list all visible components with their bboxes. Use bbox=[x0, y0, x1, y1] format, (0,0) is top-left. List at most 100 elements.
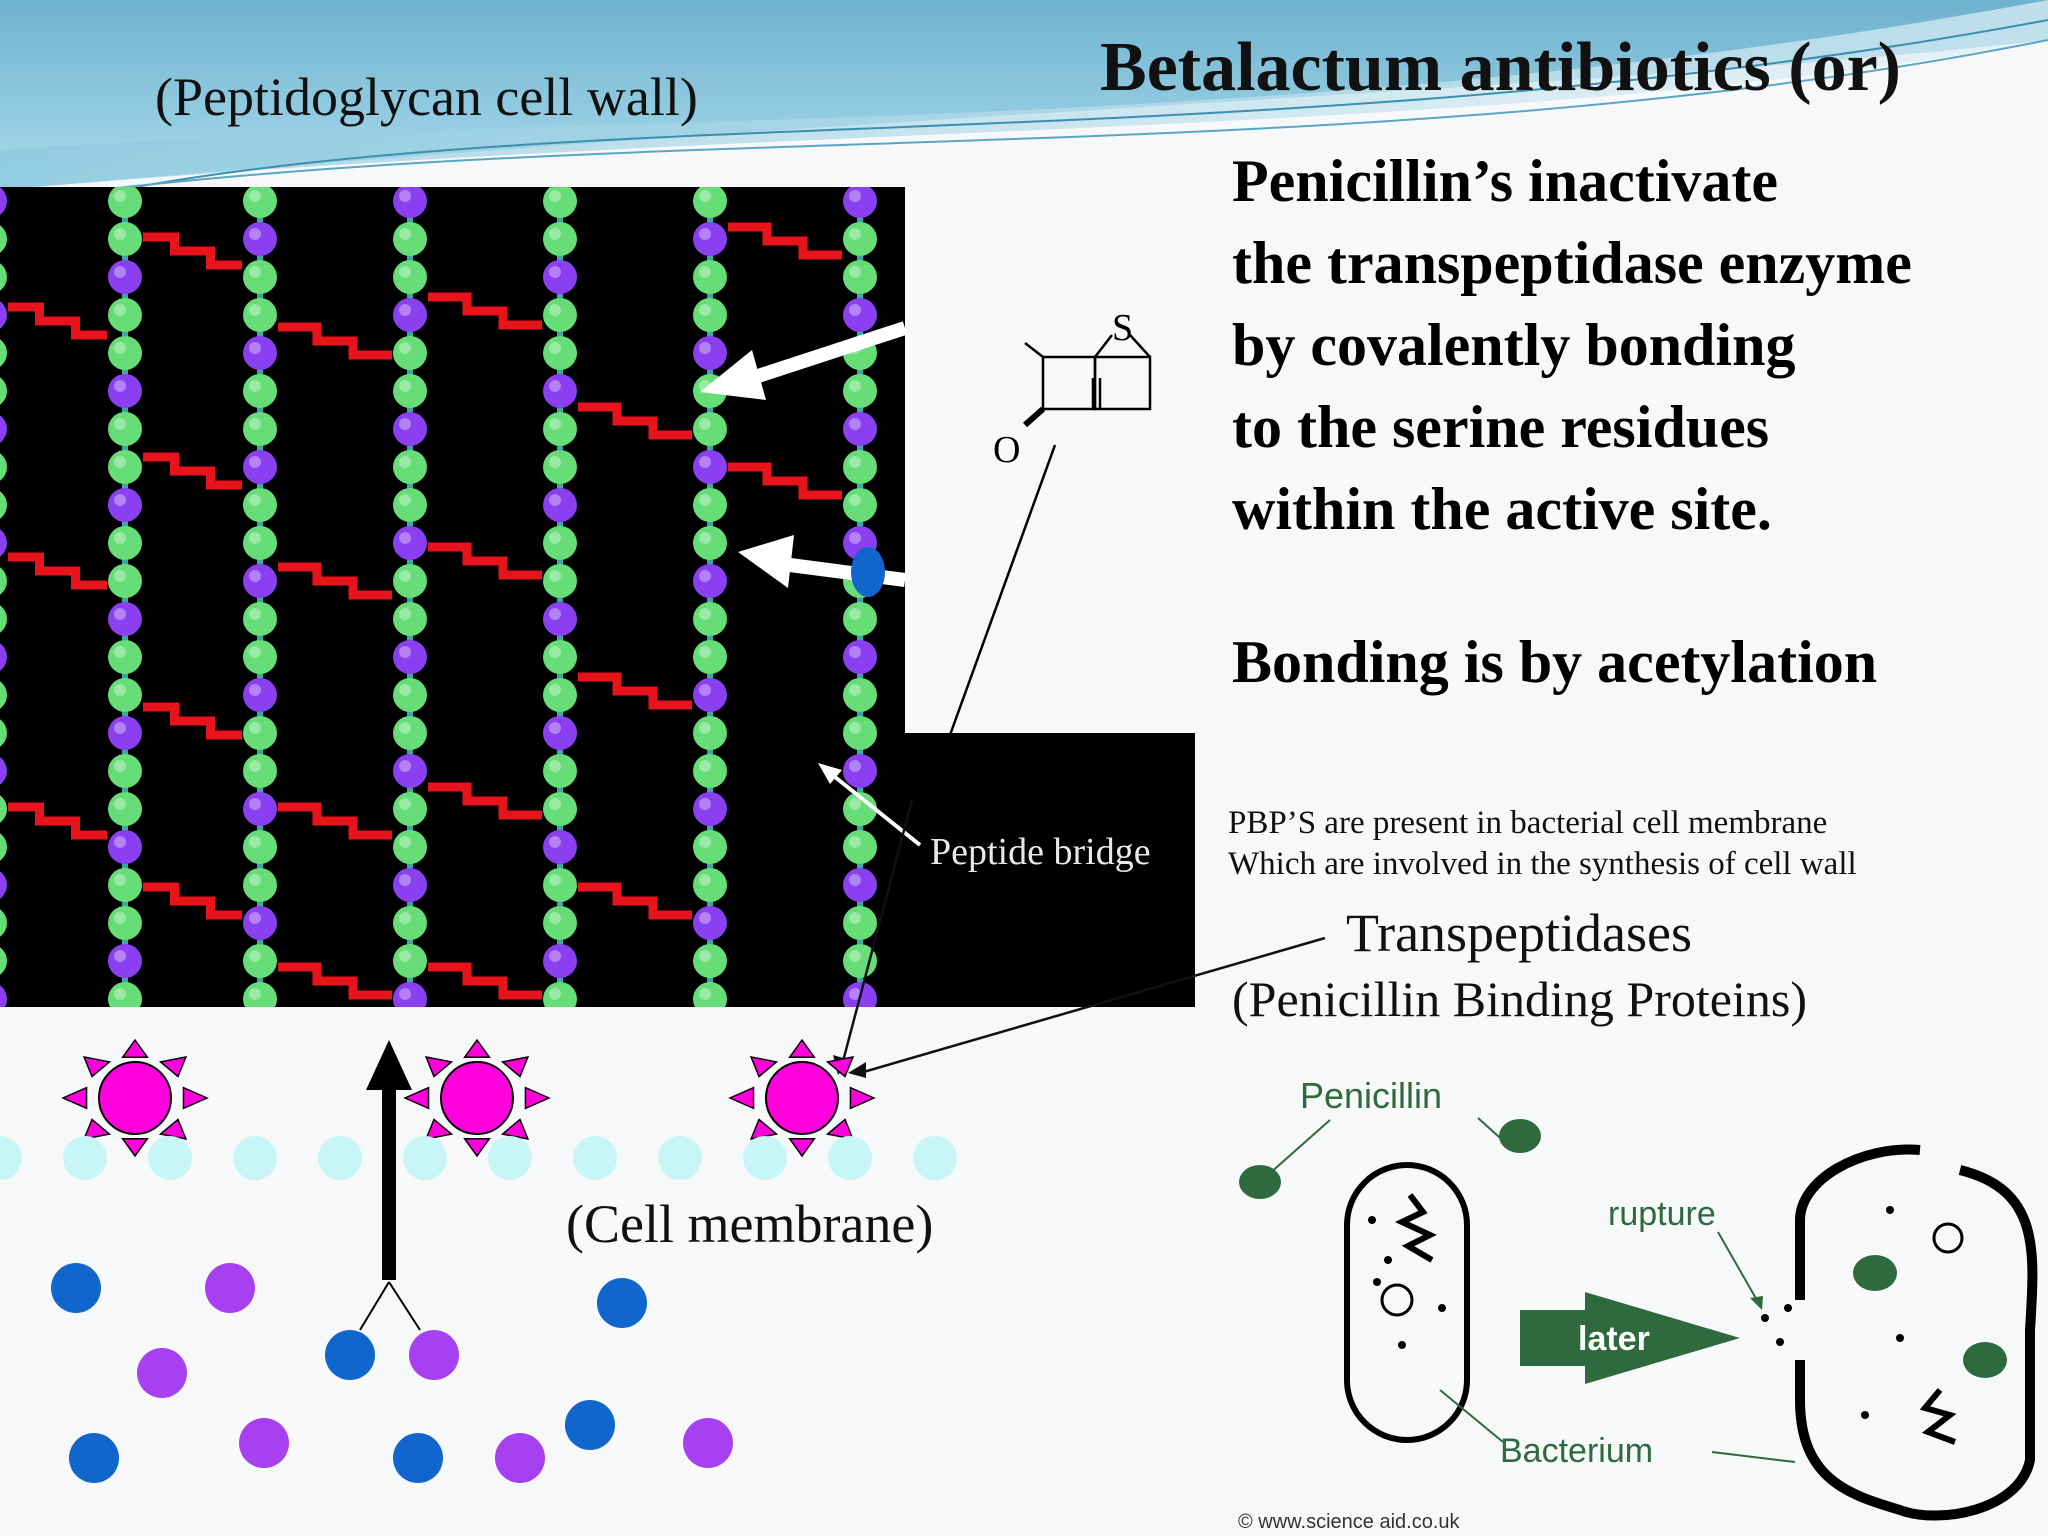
membrane-lipid bbox=[148, 1136, 192, 1180]
sugar-sphere bbox=[393, 868, 427, 902]
sphere-highlight bbox=[849, 228, 861, 240]
pbp-spike bbox=[500, 1055, 530, 1078]
synthesis-arrow bbox=[359, 1040, 421, 1331]
sugar-sphere bbox=[108, 716, 142, 750]
sphere-highlight bbox=[114, 494, 126, 506]
cytoplasm-dot bbox=[1373, 1278, 1381, 1286]
plasmid-circle bbox=[1932, 1222, 1964, 1254]
membrane-lipid bbox=[913, 1136, 957, 1180]
sugar-sphere bbox=[393, 412, 427, 446]
peptide-crosslink bbox=[578, 882, 692, 920]
sphere-highlight bbox=[249, 760, 261, 772]
sugar-sphere bbox=[0, 263, 7, 291]
peptide-crosslink bbox=[143, 882, 242, 920]
cytoplasm-dot bbox=[1384, 1256, 1392, 1264]
rupture-label: rupture bbox=[1608, 1195, 1716, 1233]
peptide-crosslink bbox=[428, 542, 542, 580]
sugar-sphere bbox=[243, 678, 277, 712]
sugar-sphere bbox=[0, 871, 7, 899]
sphere-highlight bbox=[399, 190, 411, 202]
sphere-highlight bbox=[114, 608, 126, 620]
sugar-sphere bbox=[243, 298, 277, 332]
sugar-sphere bbox=[843, 868, 877, 902]
sphere-highlight bbox=[849, 874, 861, 886]
sphere-highlight bbox=[849, 266, 861, 278]
sugar-sphere bbox=[243, 640, 277, 674]
sphere-highlight bbox=[699, 874, 711, 886]
sugar-sphere bbox=[393, 336, 427, 370]
sphere-highlight bbox=[549, 304, 561, 316]
sugar-sphere bbox=[393, 602, 427, 636]
sugar-sphere bbox=[543, 488, 577, 522]
membrane-lipid bbox=[743, 1136, 787, 1180]
sphere-highlight bbox=[699, 304, 711, 316]
sphere-highlight bbox=[699, 722, 711, 734]
sugar-sphere bbox=[693, 187, 727, 218]
monomer-dot bbox=[597, 1278, 647, 1328]
sugar-sphere bbox=[393, 982, 427, 1007]
sphere-highlight bbox=[399, 228, 411, 240]
leak-dot bbox=[1761, 1314, 1769, 1322]
pbp-spike bbox=[463, 1038, 491, 1059]
sugar-sphere bbox=[693, 678, 727, 712]
sugar-sphere bbox=[108, 792, 142, 826]
pbp-spike bbox=[788, 1137, 816, 1158]
peptide-crosslink bbox=[8, 802, 107, 840]
sphere-highlight bbox=[249, 722, 261, 734]
sphere-highlight bbox=[249, 380, 261, 392]
cytoplasm-dot bbox=[1438, 1304, 1446, 1312]
sugar-sphere bbox=[843, 640, 877, 674]
sphere-highlight bbox=[399, 266, 411, 278]
sugar-sphere bbox=[393, 830, 427, 864]
pbp-spike bbox=[403, 1086, 430, 1110]
sugar-sphere bbox=[0, 757, 7, 785]
sugar-sphere bbox=[108, 450, 142, 484]
sugar-sphere bbox=[0, 225, 7, 253]
pbp-core bbox=[98, 1061, 172, 1135]
sugar-sphere bbox=[543, 716, 577, 750]
pbp-core bbox=[440, 1061, 514, 1135]
sugar-sphere bbox=[393, 564, 427, 598]
pbp-spike bbox=[158, 1055, 188, 1078]
header-banner bbox=[0, 0, 2048, 190]
sphere-highlight bbox=[249, 988, 261, 1000]
sphere-highlight bbox=[849, 950, 861, 962]
pbp-spike bbox=[825, 1055, 855, 1078]
sphere-highlight bbox=[549, 722, 561, 734]
mechanism-line: the transpeptidase enzyme bbox=[1232, 230, 1912, 296]
sugar-sphere bbox=[543, 450, 577, 484]
peptidoglycan-image bbox=[0, 187, 905, 1007]
sugar-sphere bbox=[843, 260, 877, 294]
sugar-sphere bbox=[693, 336, 727, 370]
sugar-sphere bbox=[543, 830, 577, 864]
pbp-spike bbox=[788, 1038, 816, 1059]
sphere-highlight bbox=[549, 228, 561, 240]
sugar-sphere bbox=[693, 526, 727, 560]
sugar-sphere bbox=[393, 678, 427, 712]
sugar-sphere bbox=[243, 222, 277, 256]
sugar-sphere bbox=[108, 488, 142, 522]
sugar-sphere bbox=[543, 336, 577, 370]
sugar-sphere bbox=[108, 374, 142, 408]
sphere-highlight bbox=[399, 760, 411, 772]
sugar-sphere bbox=[843, 716, 877, 750]
monomer-dot bbox=[683, 1418, 733, 1468]
sugar-sphere bbox=[393, 222, 427, 256]
sphere-highlight bbox=[114, 684, 126, 696]
sugar-sphere bbox=[693, 982, 727, 1007]
sphere-highlight bbox=[549, 950, 561, 962]
rupture-leader bbox=[1717, 1231, 1759, 1303]
sphere-highlight bbox=[249, 950, 261, 962]
sugar-sphere bbox=[543, 222, 577, 256]
sugar-sphere bbox=[693, 944, 727, 978]
sugar-sphere bbox=[393, 450, 427, 484]
sugar-sphere bbox=[543, 906, 577, 940]
sugar-sphere bbox=[843, 602, 877, 636]
membrane-lipid bbox=[318, 1136, 362, 1180]
sugar-sphere bbox=[693, 602, 727, 636]
pbp-spike bbox=[82, 1118, 112, 1141]
sphere-highlight bbox=[699, 456, 711, 468]
sphere-highlight bbox=[549, 418, 561, 430]
sulfur-atom: S bbox=[1112, 307, 1133, 349]
sphere-highlight bbox=[549, 760, 561, 772]
